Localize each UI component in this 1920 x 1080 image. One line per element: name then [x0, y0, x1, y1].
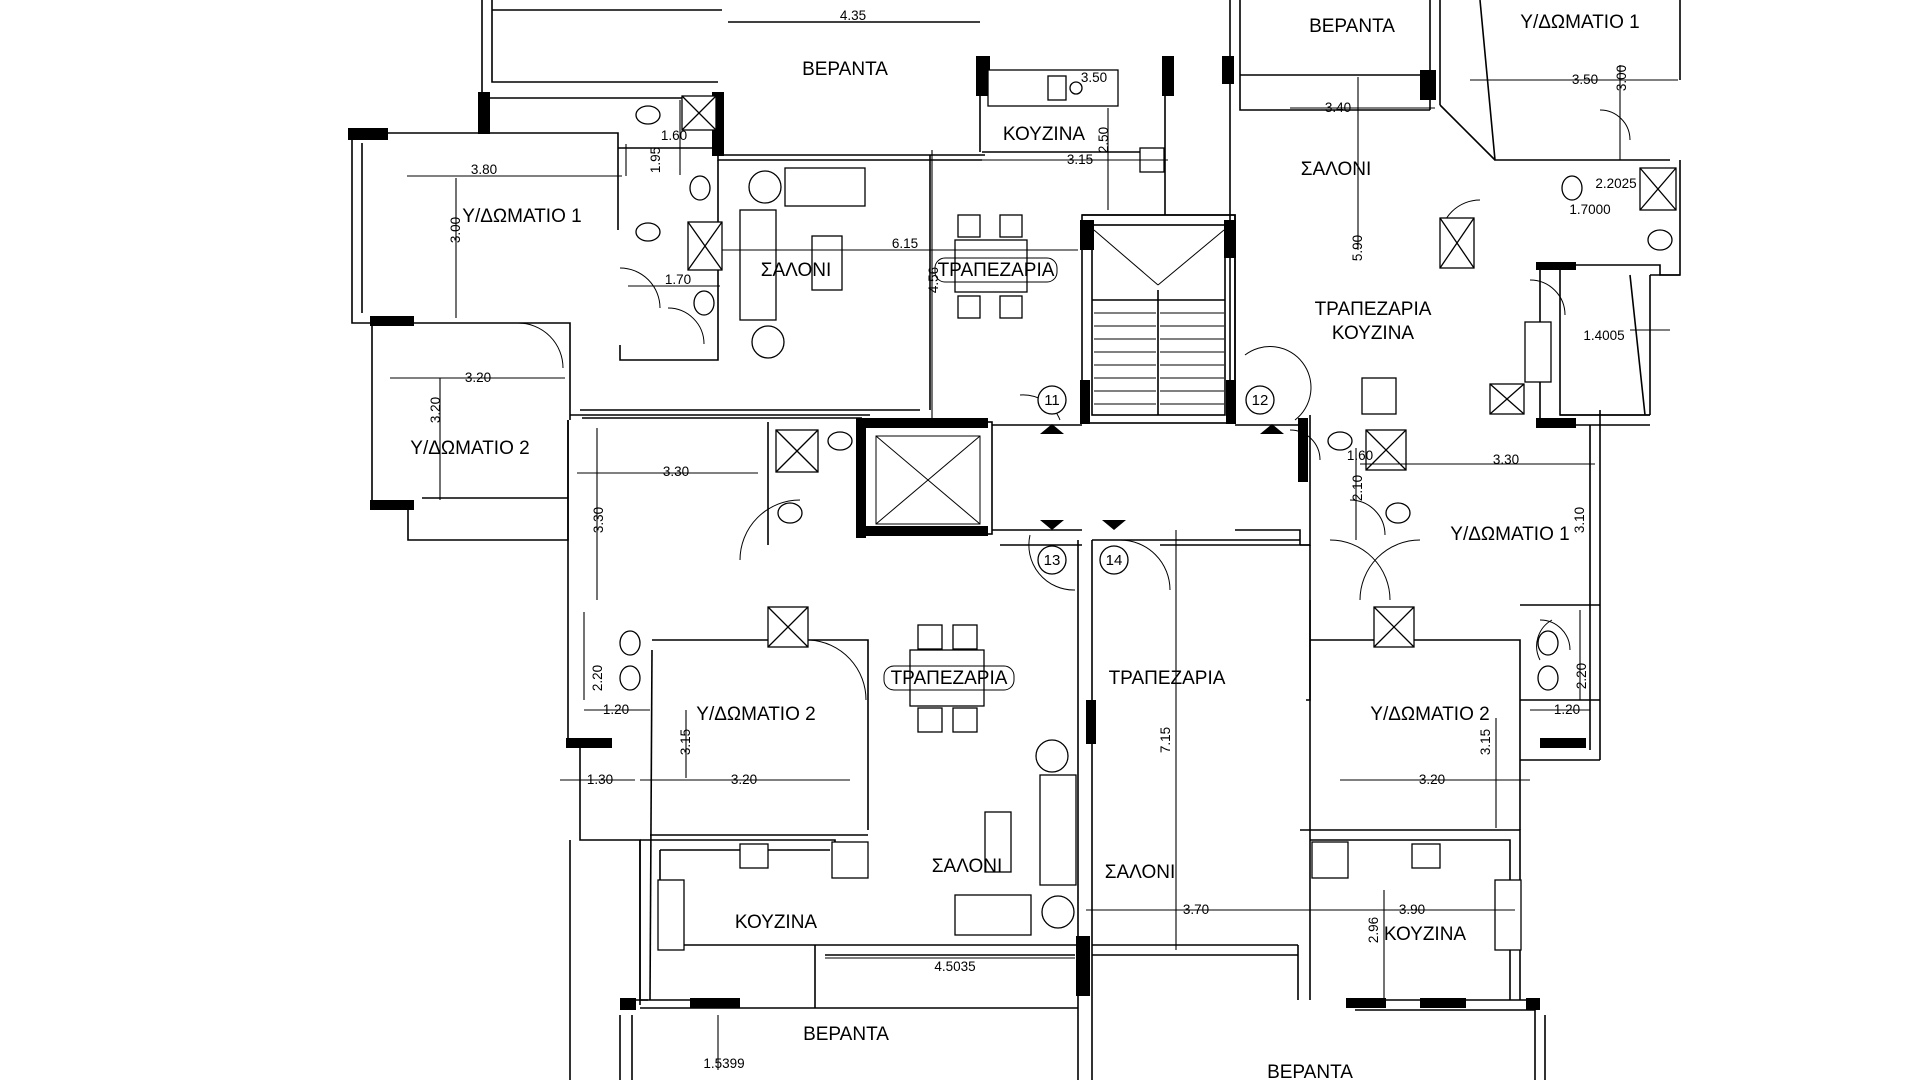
dimension-label: 2.10: [1350, 475, 1365, 501]
room-label: ΚΟΥΖΙΝΑ: [1332, 323, 1415, 344]
dimension-label: 3.10: [1572, 507, 1587, 533]
dimension-label: 3.90: [1399, 902, 1425, 917]
dimension-labels: 4.35 3.80 1.95 1.60 1.70 3.00 3.15 2.50 …: [428, 8, 1637, 1071]
room-label: Υ/ΔΩΜΑΤΙΟ 1: [1520, 12, 1639, 33]
dimension-label: 3.70: [1183, 902, 1209, 917]
dimension-label: 6.15: [892, 236, 918, 251]
apartment-number: 14: [1106, 552, 1123, 569]
room-label: Υ/ΔΩΜΑΤΙΟ 2: [410, 438, 529, 459]
room-label: ΚΟΥΖΙΝΑ: [1003, 124, 1086, 145]
entrance-arrow-icon: [1040, 520, 1064, 530]
room-label: ΚΟΥΖΙΝΑ: [1384, 924, 1467, 945]
dimension-label: 3.50: [1081, 70, 1107, 85]
dimension-label: 3.00: [1614, 65, 1629, 91]
dimension-label: 3.40: [1325, 100, 1351, 115]
dimension-label: 1.20: [1554, 702, 1580, 717]
dimension-label: 3.20: [428, 397, 443, 423]
dimension-label: 1.20: [603, 702, 629, 717]
room-label: ΤΡΑΠΕΖΑΡΙΑ: [891, 668, 1008, 689]
dimension-label: 3.15: [1067, 152, 1093, 167]
dimension-label: 1.30: [587, 772, 613, 787]
dimension-label: 4.5035: [934, 959, 975, 974]
dimension-label: 3.20: [1419, 772, 1445, 787]
dimension-label: 2.2025: [1595, 176, 1636, 191]
fixtures: [619, 69, 1677, 951]
dimension-label: 3.30: [591, 507, 606, 533]
dimension-label: 7.15: [1158, 727, 1173, 753]
dimension-label: 1.70: [665, 272, 691, 287]
apartment-number: 11: [1044, 392, 1060, 409]
room-label: ΚΟΥΖΙΝΑ: [735, 912, 818, 933]
staircase: [1093, 229, 1225, 405]
dimension-label: 3.20: [731, 772, 757, 787]
dimension-label: 3.15: [1478, 729, 1493, 755]
entrance-arrow-icon: [1102, 520, 1126, 530]
dimension-label: 4.56: [926, 267, 941, 293]
dimension-label: 3.15: [678, 729, 693, 755]
dimension-label: 1.60: [661, 128, 687, 143]
dimension-label: 3.50: [1572, 72, 1598, 87]
room-label: Υ/ΔΩΜΑΤΙΟ 1: [462, 206, 581, 227]
dimension-label: 3.00: [448, 217, 463, 243]
dimension-label: 3.30: [1493, 452, 1519, 467]
apartment-tag-circle: [1245, 385, 1275, 415]
dimension-label: 1.60: [1347, 448, 1373, 463]
room-label: ΣΑΛΟΝΙ: [761, 260, 832, 281]
dimension-label: 2.20: [590, 665, 605, 691]
apartment-number: 12: [1252, 392, 1269, 409]
room-label: ΣΑΛΟΝΙ: [1301, 159, 1372, 180]
dimension-lines: [390, 21, 1678, 1070]
room-label: Υ/ΔΩΜΑΤΙΟ 1: [1450, 524, 1569, 545]
dimension-label: 3.80: [471, 162, 497, 177]
dimension-label: 1.95: [648, 147, 663, 173]
stair-landing-line: [1157, 229, 1225, 286]
dimension-label: 3.30: [663, 464, 689, 479]
stair-landing-line: [1093, 229, 1159, 286]
dimension-label: 1.7000: [1569, 202, 1610, 217]
entrance-arrow-icon: [1260, 424, 1284, 434]
elevator-shaft: [875, 435, 981, 525]
wall-piers: [348, 56, 1586, 1010]
room-label: ΒΕΡΑΝΤΑ: [1267, 1062, 1353, 1080]
room-label: ΒΕΡΑΝΤΑ: [802, 59, 888, 80]
room-label: ΒΕΡΑΝΤΑ: [803, 1024, 889, 1045]
apartment-tag-circle: [1037, 385, 1067, 415]
apartment-markers: 11 12 13 14: [1037, 385, 1284, 575]
door-swings: [517, 109, 1631, 701]
dimension-label: 5.90: [1350, 235, 1365, 261]
room-label: Υ/ΔΩΜΑΤΙΟ 2: [1370, 704, 1489, 725]
room-label: ΣΑΛΟΝΙ: [1105, 862, 1176, 883]
dimension-label: 2.50: [1096, 127, 1111, 153]
room-label: ΒΕΡΑΝΤΑ: [1309, 16, 1395, 37]
dimension-label: 1.5399: [703, 1056, 744, 1071]
room-label: ΤΡΑΠΕΖΑΡΙΑ: [1109, 668, 1226, 689]
room-label: ΤΡΑΠΕΖΑΡΙΑ: [938, 260, 1055, 281]
dimension-label: 1.4005: [1583, 328, 1624, 343]
dimension-label: 2.20: [1574, 663, 1589, 689]
entrance-arrow-icon: [1040, 424, 1064, 434]
room-label: ΣΑΛΟΝΙ: [932, 856, 1003, 877]
dimension-label: 4.35: [840, 8, 866, 23]
dimension-label: 2.96: [1366, 917, 1381, 943]
apartment-number: 13: [1044, 552, 1061, 569]
dimension-label: 3.20: [465, 370, 491, 385]
room-label: ΤΡΑΠΕΖΑΡΙΑ: [1315, 299, 1432, 320]
room-label: Υ/ΔΩΜΑΤΙΟ 2: [696, 704, 815, 725]
apartment-tag-circle: [1037, 545, 1067, 575]
room-labels: ΒΕΡΑΝΤΑ ΚΟΥΖΙΝΑ Υ/ΔΩΜΑΤΙΟ 1 ΣΑΛΟΝΙ ΤΡΑΠΕ…: [410, 12, 1639, 1080]
apartment-tag-circle: [1099, 545, 1129, 575]
